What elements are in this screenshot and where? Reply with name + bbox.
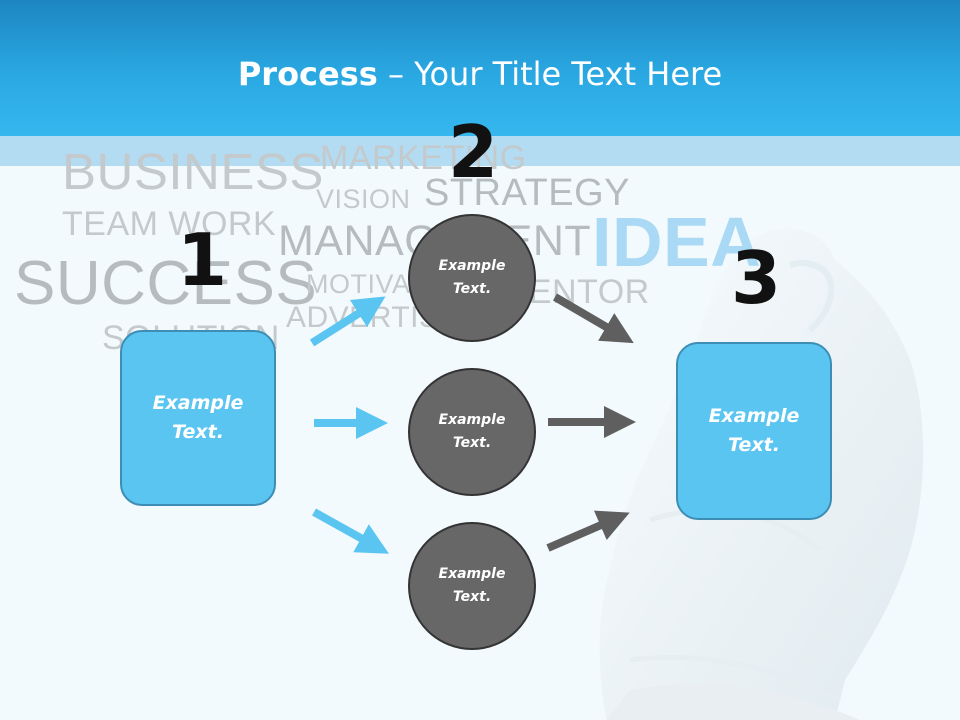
step-number-1: 1 bbox=[177, 218, 228, 302]
title-rest: – Your Title Text Here bbox=[377, 55, 723, 93]
word-teamwork: TEAM WORK bbox=[62, 205, 277, 243]
word-success: SUCCESS bbox=[14, 249, 318, 318]
right-box-label: Example Text. bbox=[708, 405, 800, 456]
slide-title: Process – Your Title Text Here bbox=[0, 52, 960, 96]
left-box: Example Text. bbox=[120, 330, 276, 506]
header-strip bbox=[0, 136, 960, 166]
word-strategy: STRATEGY bbox=[424, 172, 630, 214]
circle-middle: Example Text. bbox=[408, 368, 536, 496]
right-box: Example Text. bbox=[676, 342, 832, 520]
circle-middle-label: Example Text. bbox=[438, 412, 506, 451]
arrow-left-to-top bbox=[309, 296, 386, 347]
circle-top: Example Text. bbox=[408, 214, 536, 342]
step-number-3: 3 bbox=[731, 236, 782, 320]
word-vision: VISION bbox=[316, 184, 411, 214]
circle-bottom-label: Example Text. bbox=[438, 566, 506, 605]
circle-top-label: Example Text. bbox=[438, 258, 506, 297]
word-idea: IDEA bbox=[592, 203, 762, 281]
word-marketing: MARKETING bbox=[320, 139, 527, 177]
step-number-2: 2 bbox=[448, 110, 499, 194]
arrow-left-to-bottom bbox=[312, 508, 389, 554]
header-band bbox=[0, 0, 960, 136]
arrow-bottom-to-right bbox=[546, 510, 630, 552]
title-bold: Process bbox=[237, 55, 378, 93]
word-business: BUSINESS bbox=[62, 143, 324, 200]
left-box-label: Example Text. bbox=[152, 392, 244, 443]
circle-bottom: Example Text. bbox=[408, 522, 536, 650]
arrow-top-to-right bbox=[552, 293, 634, 344]
